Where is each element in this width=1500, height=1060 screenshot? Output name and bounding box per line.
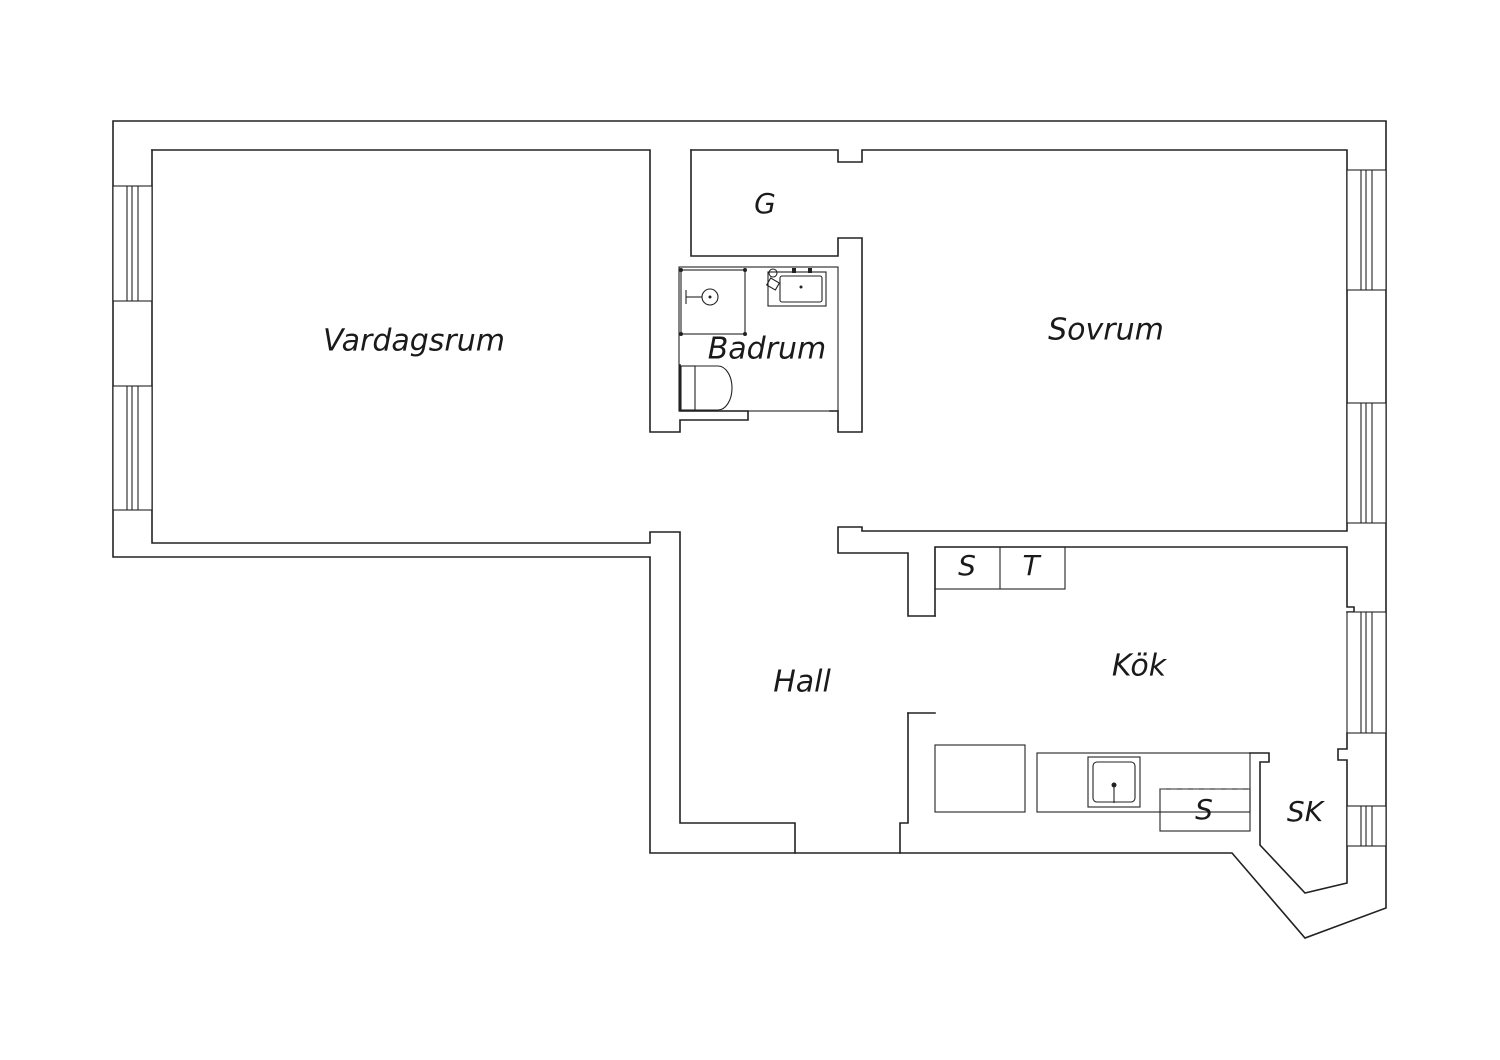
- kitchen-s-label: S: [1195, 793, 1213, 826]
- bathroom-label: Badrum: [708, 332, 827, 367]
- bedroom-label: Sovrum: [1048, 313, 1164, 348]
- window-bedroom-lower: [1346, 402, 1387, 524]
- window-living-upper: [112, 185, 153, 302]
- bedroom: [690, 149, 1348, 617]
- storage-cabinets: [934, 546, 1066, 590]
- living-room-label: Vardagsrum: [323, 324, 505, 359]
- window-bedroom-upper: [1346, 169, 1387, 291]
- outer-wall: [112, 120, 1387, 939]
- kitchen-label: Kök: [1112, 649, 1168, 684]
- wardrobe-label: G: [754, 187, 776, 220]
- storage-closet-label: SK: [1287, 795, 1326, 828]
- bathroom: [678, 266, 839, 412]
- window-living-lower: [112, 385, 153, 511]
- towel-rail-icon: [765, 268, 781, 291]
- sink-icon: [767, 268, 827, 307]
- window-closet: [1346, 805, 1387, 847]
- wardrobe-t-label: T: [1022, 549, 1041, 582]
- kitchen-sink-icon: [1087, 756, 1141, 808]
- kitchen-counter: [934, 744, 1251, 832]
- shower-head-icon: [685, 288, 719, 306]
- hall-label: Hall: [773, 665, 831, 700]
- kitchen: [899, 546, 1355, 894]
- toilet-icon: [680, 365, 733, 411]
- window-kitchen: [1346, 611, 1387, 734]
- wardrobe-s-label: S: [958, 549, 976, 582]
